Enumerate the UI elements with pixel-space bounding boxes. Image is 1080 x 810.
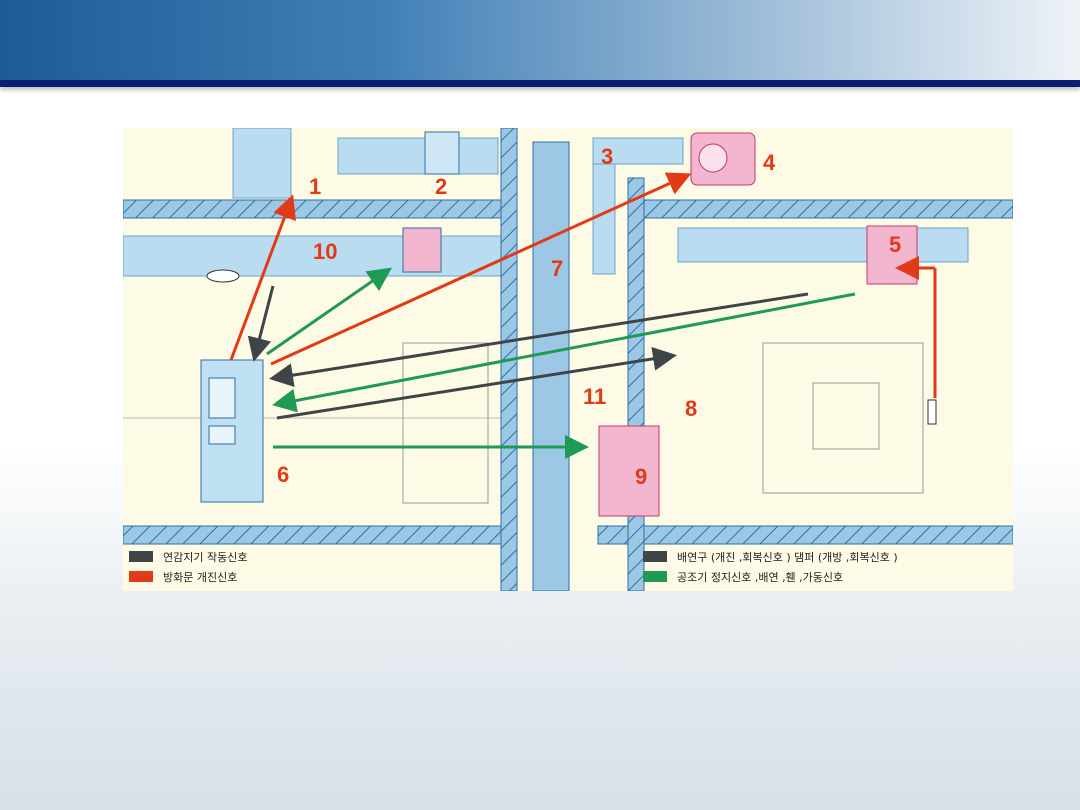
exhaust-duct-3	[592, 137, 684, 165]
floor-slab-lower-left	[123, 525, 502, 545]
floor-slab-upper-left	[123, 199, 502, 219]
smoke-detector-icon	[206, 269, 240, 283]
floor-slab-upper-right	[642, 199, 1013, 219]
smoke-detector-signal-arrow	[247, 285, 275, 362]
corridor-outline	[762, 342, 924, 494]
control-panel-display	[208, 425, 236, 445]
upper-duct	[337, 137, 499, 175]
right-room-duct	[677, 227, 969, 263]
ceiling-damper-icon	[402, 227, 442, 273]
callout-6: 6	[277, 462, 289, 487]
left-room-ceiling	[123, 235, 502, 277]
callout-3: 3	[601, 144, 613, 169]
smoke-vent-icon	[866, 225, 918, 285]
legend-swatch-hvac	[643, 571, 667, 582]
exhaust-duct-3-riser	[592, 163, 616, 275]
smoke-control-system-diagram: 1 2 3 4 5 6 7 8 9 10 11 연감지기 작동신호 방화문 개진…	[123, 128, 1013, 591]
callout-5: 5	[889, 232, 901, 257]
fire-door-signal-arrow	[229, 194, 296, 361]
legend-label-smoke-vent: 배연구 (개진 ,회복신호 ) 댐퍼 (개방 ,회복신호 )	[677, 551, 898, 564]
slide-header-rule	[0, 80, 1080, 87]
wall-switch-icon	[927, 399, 937, 425]
hvac-signal-arrow	[272, 292, 856, 413]
callout-1: 1	[309, 174, 321, 199]
callout-2: 2	[435, 174, 447, 199]
smoke-detector-signal-arrow	[276, 346, 677, 420]
callout-4: 4	[763, 150, 776, 175]
door-outline	[402, 342, 489, 504]
exhaust-fan-rotor	[698, 143, 728, 173]
callout-10: 10	[313, 239, 337, 264]
smoke-detector-signal-arrow	[269, 292, 809, 388]
legend-label-hvac: 공조기 정지신호 ,배연 ,휀 ,가동신호	[677, 571, 843, 584]
floor-slab-lower-right	[597, 525, 1013, 545]
legend-swatch-smoke-detector	[129, 551, 153, 562]
callout-7: 7	[551, 256, 563, 281]
duct-damper-icon	[424, 131, 460, 175]
fire-door-signal-arrow	[270, 172, 692, 366]
hvac-signal-arrow	[266, 267, 392, 356]
legend-swatch-smoke-vent	[643, 551, 667, 562]
smoke-shaft-7	[532, 141, 570, 591]
control-panel-display	[208, 377, 236, 419]
shaft-wall-right	[627, 177, 645, 591]
callout-8: 8	[685, 396, 697, 421]
legend-swatch-fire-door	[129, 571, 153, 582]
upper-duct	[232, 128, 292, 199]
legend-label-fire-door: 방화문 개진신호	[163, 571, 237, 584]
callout-9: 9	[635, 464, 647, 489]
slide-header-band	[0, 0, 1080, 80]
legend-label-smoke-detector: 연감지기 작동신호	[163, 551, 247, 564]
air-handling-unit-icon	[598, 425, 660, 517]
callout-11: 11	[583, 384, 606, 409]
corridor-end-wall	[812, 382, 880, 450]
